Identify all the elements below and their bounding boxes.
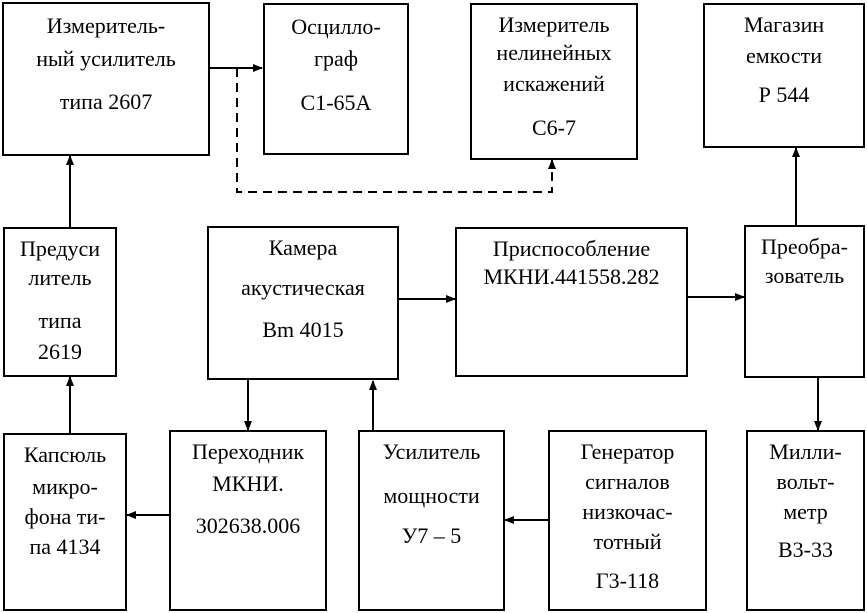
- block-power-amplifier: Усилитель мощности У7 – 5: [358, 430, 505, 611]
- block-label-line: Усилитель: [382, 439, 481, 464]
- block-label-line: 2619: [38, 339, 82, 364]
- block-label-line: Капсюль: [23, 442, 107, 467]
- block-label-line: Генератор: [580, 439, 675, 464]
- block-label-line: Вm 4015: [262, 317, 344, 342]
- block-label-line: литель: [28, 265, 92, 290]
- block-label-line: МКНИ.: [212, 471, 284, 496]
- block-label-line: С6-7: [532, 115, 576, 140]
- block-label-line: Предуси: [19, 236, 101, 261]
- block-converter: Преобра- зователь: [744, 225, 865, 378]
- block-label-line: тотный: [593, 529, 662, 554]
- block-label-line: Г3-118: [595, 568, 660, 593]
- block-label-line: Измеритель: [498, 12, 610, 37]
- block-label-line: МКНИ.441558.282: [483, 264, 660, 289]
- block-label-line: акустическая: [241, 275, 365, 300]
- block-label-line: Переходник: [191, 439, 305, 464]
- block-label-line: Милли-: [769, 439, 842, 464]
- block-label-line: низкочас-: [582, 499, 673, 524]
- block-fixture: Приспособление МКНИ.441558.282: [455, 227, 688, 377]
- block-label-line: Измеритель-: [46, 13, 166, 38]
- block-label-line: емкости: [746, 43, 822, 68]
- block-label-line: вольт-: [776, 469, 835, 494]
- block-oscillograph: Осцилло- граф С1-65А: [263, 3, 409, 155]
- block-signal-generator: Генератор сигналов низкочас- тотный Г3-1…: [548, 430, 707, 611]
- block-label-line: типа: [38, 308, 82, 333]
- block-label-line: па 4134: [29, 534, 101, 559]
- block-label-line: Магазин: [743, 12, 825, 37]
- block-label-line: метр: [783, 499, 828, 524]
- dashed-link-amplifier-to-distortion-meter: [236, 68, 556, 193]
- block-distortion-meter: Измеритель нелинейных искажений С6-7: [470, 3, 638, 160]
- block-label-line: Камера: [268, 235, 338, 260]
- block-microphone-capsule: Капсюль микро- фона ти- па 4134: [3, 433, 127, 611]
- block-label-line: мощности: [383, 483, 480, 508]
- block-label-line: фона ти-: [24, 504, 106, 529]
- block-label-line: У7 – 5: [401, 523, 462, 548]
- block-label-line: зователь: [764, 263, 845, 288]
- block-label-line: типа 2607: [59, 89, 153, 114]
- block-label-line: Р 544: [758, 82, 810, 107]
- block-label-line: граф: [313, 46, 359, 71]
- block-adapter: Переходник МКНИ. 302638.006: [169, 430, 327, 611]
- block-preamplifier: Предуси литель типа 2619: [3, 227, 117, 377]
- block-label-line: Преобра-: [761, 234, 848, 259]
- block-millivoltmeter: Милли- вольт- метр В3-33: [746, 430, 865, 611]
- block-acoustic-chamber: Камера акустическая Вm 4015: [207, 226, 399, 380]
- block-label-line: С1-65А: [300, 90, 372, 115]
- block-measuring-amplifier: Измеритель- ный усилитель типа 2607: [2, 2, 210, 156]
- block-label-line: Приспособление: [492, 236, 651, 261]
- block-capacitance-box: Магазин емкости Р 544: [703, 3, 865, 148]
- block-label-line: искажений: [503, 71, 605, 96]
- block-label-line: 302638.006: [195, 513, 301, 538]
- block-label-line: Осцилло-: [291, 14, 381, 39]
- block-label-line: ный усилитель: [36, 46, 176, 71]
- block-label-line: микро-: [32, 474, 98, 499]
- block-label-line: сигналов: [585, 469, 670, 494]
- block-label-line: нелинейных: [496, 40, 612, 65]
- block-label-line: В3-33: [778, 537, 833, 562]
